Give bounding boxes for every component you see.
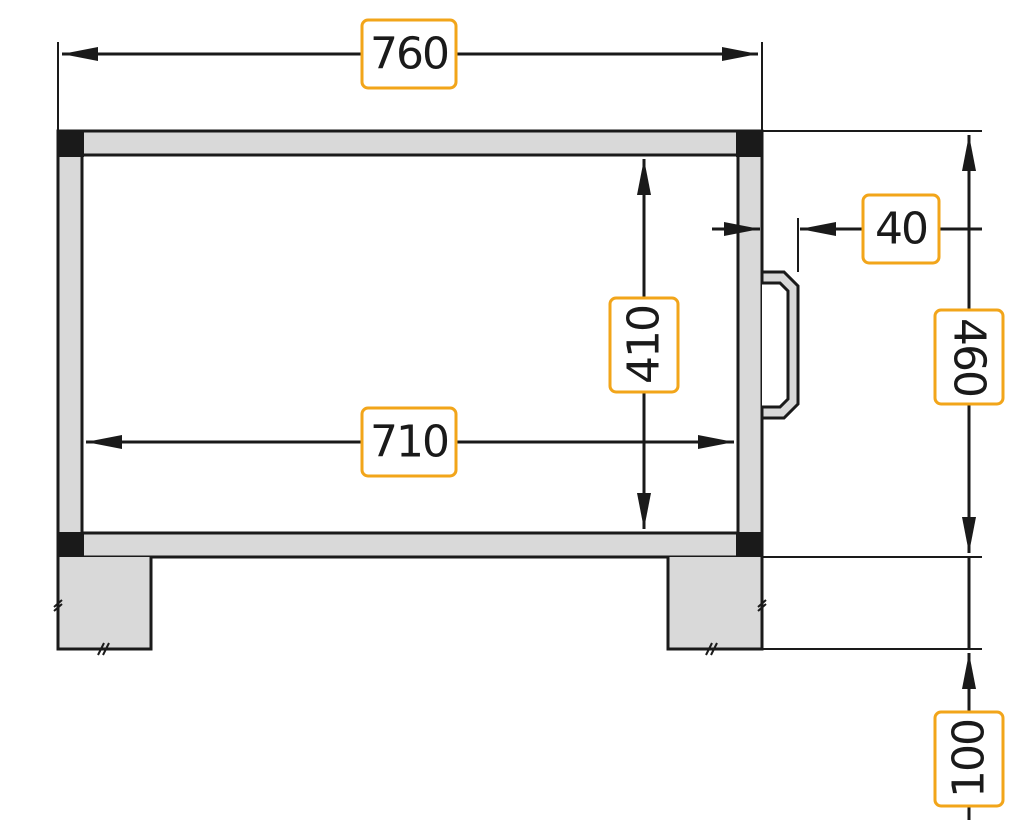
dim-text-460: 460 <box>944 318 995 396</box>
top-rail <box>56 129 764 157</box>
left-post <box>56 129 84 559</box>
left-leg <box>56 557 153 651</box>
dim-label-710: 710 <box>360 406 458 478</box>
corner-block-top-left <box>57 130 84 157</box>
bottom-rail <box>56 531 764 559</box>
extension-lines <box>57 42 982 650</box>
legs <box>56 557 764 651</box>
dim-label-40: 40 <box>861 193 941 265</box>
corner-block-bottom-right <box>736 532 763 559</box>
right-leg <box>666 557 764 651</box>
handle <box>760 270 800 420</box>
dim-label-410: 410 <box>608 296 680 394</box>
dim-label-100: 100 <box>933 710 1005 808</box>
dim-text-100: 100 <box>944 720 995 798</box>
corner-block-bottom-left <box>57 532 84 559</box>
dim-text-760: 760 <box>370 29 448 80</box>
corner-blocks <box>57 130 763 559</box>
corner-block-top-right <box>736 130 763 157</box>
break-marks <box>53 599 767 656</box>
dim-text-710: 710 <box>370 417 448 468</box>
right-post <box>736 129 764 559</box>
dim-text-410: 410 <box>619 306 670 384</box>
dim-label-460: 460 <box>933 308 1005 406</box>
dim-text-40: 40 <box>875 204 927 255</box>
dim-label-760: 760 <box>360 18 458 90</box>
